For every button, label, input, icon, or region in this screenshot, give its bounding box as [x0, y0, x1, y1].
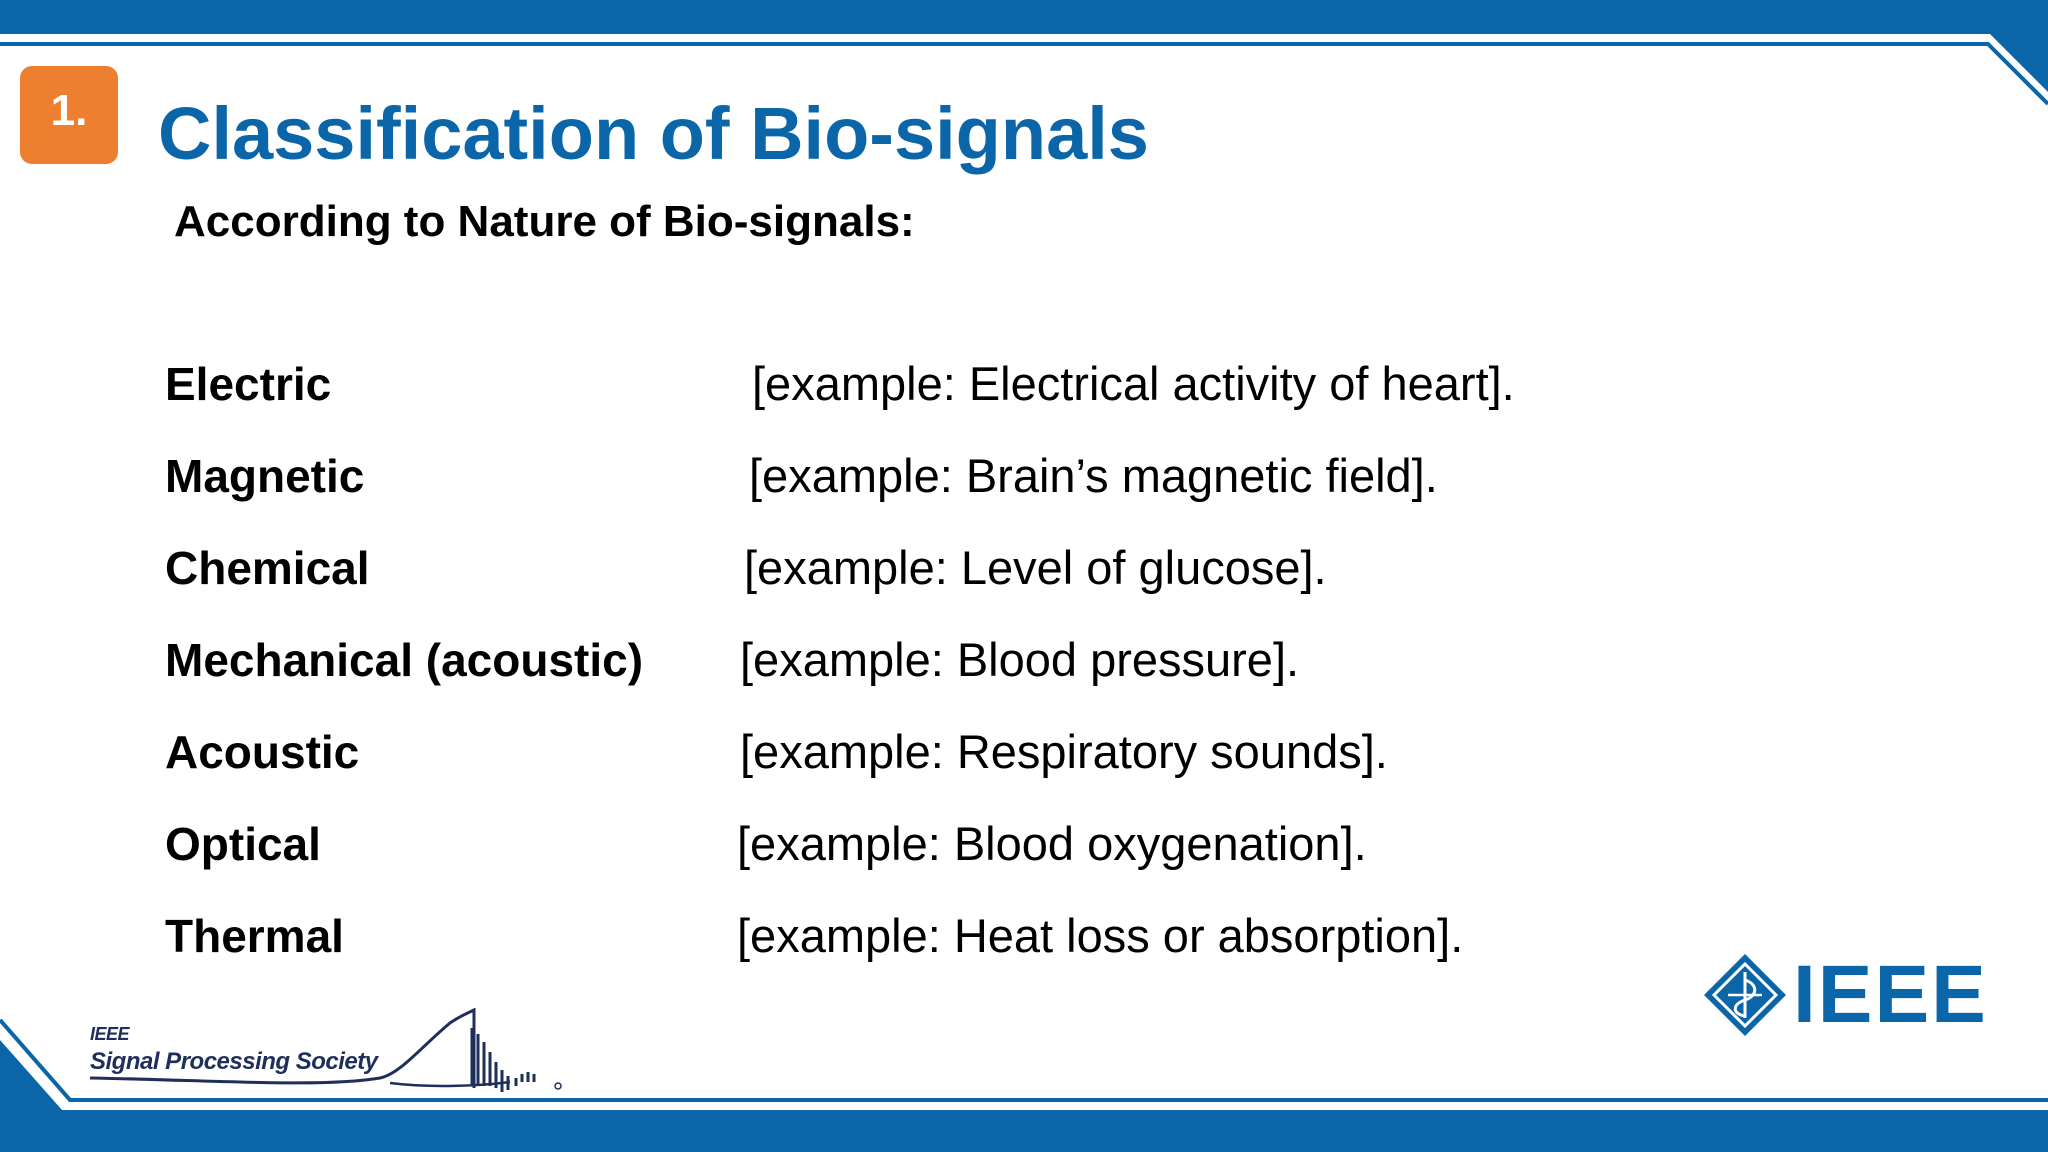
sps-logo-society-text: Signal Processing Society	[90, 1048, 378, 1075]
signal-example: [example: Heat loss or absorption].	[737, 909, 1464, 962]
ieee-logo: IEEE	[1700, 949, 1988, 1040]
bottom-border-line	[0, 1018, 2048, 1102]
signal-row-thermal: Thermal [example: Heat loss or absorptio…	[0, 901, 2048, 971]
slide-number-badge: 1.	[20, 66, 118, 164]
signal-type: Magnetic	[165, 450, 365, 502]
signal-type: Optical	[165, 818, 321, 870]
signal-row-mechanical: Mechanical (acoustic) [example: Blood pr…	[0, 625, 2048, 695]
top-right-corner	[1990, 34, 2048, 92]
signal-row-chemical: Chemical [example: Level of glucose].	[0, 533, 2048, 603]
bottom-left-corner	[0, 1040, 62, 1110]
signal-type: Thermal	[165, 910, 344, 962]
slide-title: Classification of Bio-signals	[158, 92, 1149, 175]
signal-type: Mechanical (acoustic)	[165, 634, 644, 686]
signal-example: [example: Brain’s magnetic field].	[749, 449, 1438, 502]
slide-subtitle: According to Nature of Bio-signals:	[174, 197, 915, 246]
signal-row-optical: Optical [example: Blood oxygenation].	[0, 809, 2048, 879]
signal-type: Chemical	[165, 542, 370, 594]
top-border-line	[0, 42, 2048, 106]
ieee-logo-text: IEEE	[1793, 949, 1988, 1040]
bottom-bar	[0, 1110, 2048, 1152]
sps-logo-ieee-text: IEEE	[90, 1024, 130, 1044]
signal-row-acoustic: Acoustic [example: Respiratory sounds].	[0, 717, 2048, 787]
signal-type: Electric	[165, 358, 332, 410]
top-bar	[0, 0, 2048, 34]
signal-row-magnetic: Magnetic [example: Brain’s magnetic fiel…	[0, 441, 2048, 511]
signal-example: [example: Blood oxygenation].	[737, 817, 1367, 870]
signal-example: [example: Blood pressure].	[740, 633, 1300, 686]
signal-example: [example: Level of glucose].	[744, 541, 1327, 594]
signal-example: [example: Electrical activity of heart].	[752, 357, 1515, 410]
sps-logo: IEEE Signal Processing Society	[90, 1008, 580, 1108]
ieee-diamond-icon	[1704, 954, 1786, 1036]
signal-type: Acoustic	[165, 726, 360, 778]
sps-waveform-icon	[90, 1008, 562, 1092]
signal-row-electric: Electric [example: Electrical activity o…	[0, 349, 2048, 419]
signal-example: [example: Respiratory sounds].	[740, 725, 1388, 778]
